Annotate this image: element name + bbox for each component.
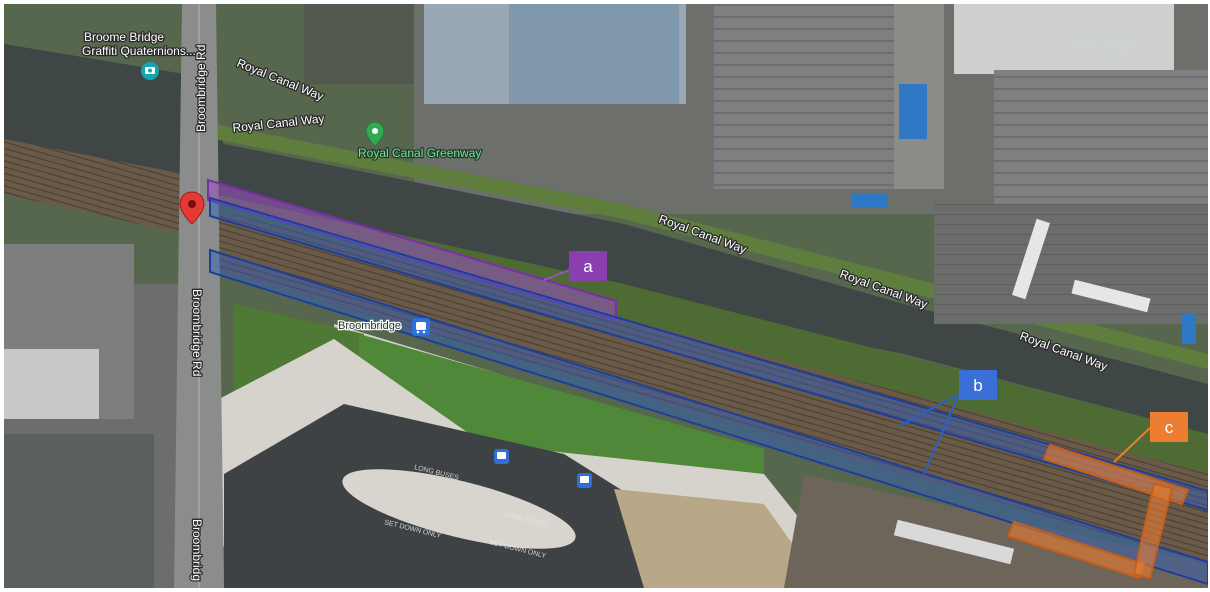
- aerial-map[interactable]: LONG BUSES LONG BUSES SET DOWN ONLY SET …: [4, 4, 1208, 588]
- place-label-graffiti[interactable]: Graffiti Quaternions...: [81, 43, 197, 60]
- highlight-area-b-lower: [209, 248, 1208, 586]
- place-label-broombridge-station[interactable]: Broombridge: [337, 319, 402, 333]
- callout-c-label: c: [1165, 418, 1174, 437]
- road-label-broombridge-rd: Broombridge Rd: [190, 289, 204, 376]
- callout-a-label: a: [583, 257, 593, 276]
- map-copyright: 2022 Google: [1072, 41, 1135, 53]
- place-label-royal-canal-greenway[interactable]: Royal Canal Greenway: [357, 145, 483, 161]
- camera-pin-icon[interactable]: [141, 62, 159, 80]
- callout-a[interactable]: [569, 251, 607, 281]
- map-canvas: LONG BUSES LONG BUSES SET DOWN ONLY SET …: [4, 4, 1208, 588]
- callout-b[interactable]: [959, 370, 997, 400]
- train-station-icon[interactable]: [412, 318, 430, 336]
- bus-stop-icon[interactable]: [577, 473, 592, 488]
- highlight-area-c-lower: [1006, 520, 1146, 580]
- place-label-broome-bridge[interactable]: Broome Bridge: [83, 29, 166, 46]
- green-pin-icon[interactable]: [365, 121, 385, 147]
- highlight-area-a: [207, 178, 617, 322]
- bus-stop-icon[interactable]: [494, 449, 509, 464]
- callout-c[interactable]: [1150, 412, 1188, 442]
- location-pin-icon[interactable]: [179, 191, 205, 225]
- road-label-broombridge-rd: Broombridg: [190, 519, 204, 581]
- highlight-area-b-upper: [209, 196, 1208, 512]
- callout-b-label: b: [973, 376, 982, 395]
- road-label-broombridge-rd: Broombridge Rd: [194, 45, 208, 132]
- highlight-area-c-connector: [1132, 482, 1174, 580]
